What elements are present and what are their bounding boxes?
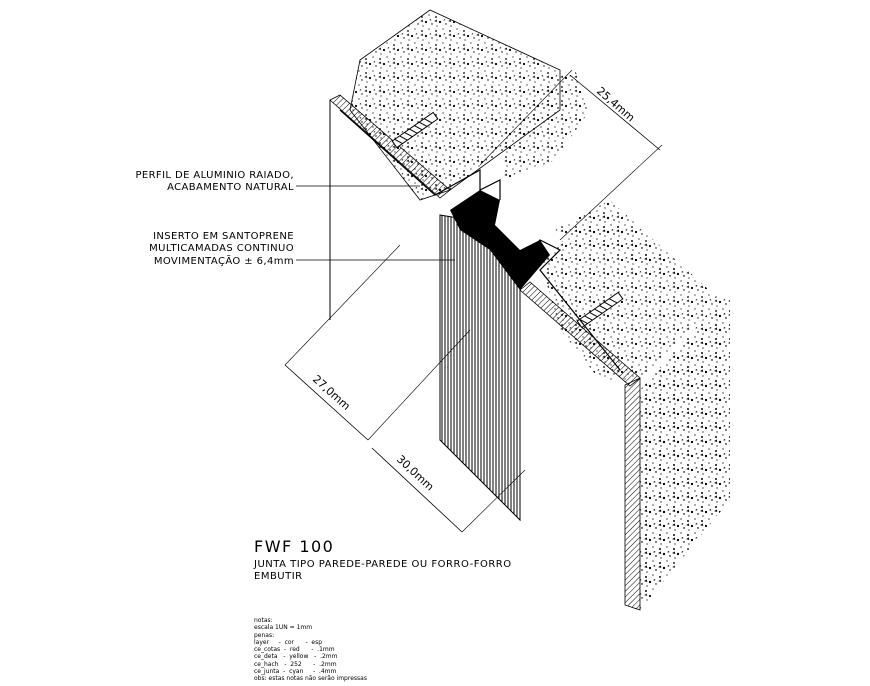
label-santoprene-line1: INSERTO EM SANTOPRENE [153, 231, 294, 242]
note-line: obs: estas notas não serão impressas [254, 675, 367, 683]
drawing-subtitle-2: EMBUTIR [254, 571, 303, 582]
note-line: notas: [254, 617, 273, 624]
label-santoprene-line3: MOVIMENTAÇÃO ± 6,4mm [154, 254, 294, 267]
drawing-notes: notas: escala 1UN = 1mm penas: layer - c… [254, 617, 367, 683]
upper-finish-band [329, 94, 451, 199]
note-line: ce_junta - cyan - .4mm [254, 668, 337, 676]
right-wall-face [624, 377, 641, 611]
upper-profile-flange [339, 109, 501, 200]
label-aluminium-line2: ACABAMENTO NATURAL [167, 182, 294, 193]
drawing-subtitle-1: JUNTA TIPO PAREDE-PAREDE OU FORRO-FORRO [254, 559, 512, 570]
drawing-title: FWF 100 [254, 537, 335, 556]
svg-text:30,0mm: 30,0mm [394, 453, 436, 494]
note-line: escala 1UN = 1mm [254, 624, 313, 632]
note-line: ce_cotas - red - .1mm [254, 646, 335, 654]
note-line: layer - cor - esp [254, 638, 323, 646]
lower-anchor [576, 291, 624, 329]
joint-fin-hatch [439, 214, 521, 522]
concrete-upper-wall-2 [500, 70, 590, 180]
label-aluminium-line1: PERFIL DE ALUMINIO RAIADO, [135, 170, 294, 181]
note-line: ce_hach - 252 - .2mm [254, 660, 337, 668]
santoprene-insert [450, 190, 550, 290]
svg-text:25,4mm: 25,4mm [594, 84, 637, 124]
note-line: penas: [254, 631, 275, 639]
note-line: ce_deta - yellow - .2mm [254, 653, 338, 661]
upper-anchor [391, 111, 439, 149]
label-santoprene-line2: MULTICAMADAS CONTINUO [149, 243, 294, 254]
concrete-lower-wall-3 [640, 300, 730, 610]
